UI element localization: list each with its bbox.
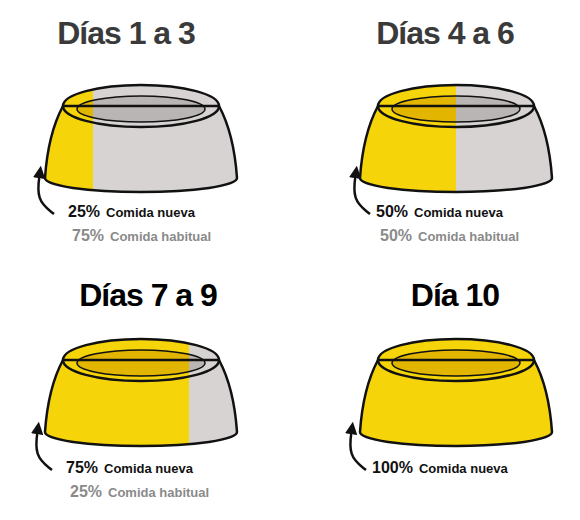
percentage-row: 75% Comida habitual xyxy=(72,227,211,245)
percentage: 75% xyxy=(66,459,98,477)
usual-food-part xyxy=(360,85,552,192)
percentage-row: 25% Comida nueva xyxy=(68,203,195,221)
day-heading: Día 10 xyxy=(411,278,499,313)
food-bowl xyxy=(45,339,237,446)
food-label: Comida habitual xyxy=(110,229,211,244)
new-food-part xyxy=(45,339,189,446)
day-heading: Días 1 a 3 xyxy=(57,16,195,51)
day-heading: Días 7 a 9 xyxy=(79,278,217,313)
heading-row: Días 1 a 3 xyxy=(57,16,195,51)
food-label: Comida nueva xyxy=(419,461,508,476)
percentage-row: 50% Comida habitual xyxy=(380,227,519,245)
curved-arrow xyxy=(36,428,52,470)
percentage: 25% xyxy=(68,203,100,221)
food-bowl xyxy=(360,339,552,446)
inner-outline xyxy=(392,96,520,122)
percentage: 100% xyxy=(372,459,413,477)
food-label: Comida habitual xyxy=(108,485,209,500)
rim-outline xyxy=(378,85,534,127)
usual-food-part xyxy=(45,85,237,192)
bowl-outline xyxy=(360,106,552,192)
bowl-inside xyxy=(77,350,205,376)
bowl-outline xyxy=(45,360,237,446)
percentage-row: 50% Comida nueva xyxy=(376,203,503,221)
percentage-row: 75% Comida nueva xyxy=(66,459,193,477)
usual-food-part xyxy=(45,339,237,446)
bowl-inside xyxy=(392,96,456,122)
percentage: 75% xyxy=(72,227,104,245)
new-food-part xyxy=(45,85,93,192)
new-food-part xyxy=(360,339,552,446)
bowl-inside xyxy=(392,96,520,122)
food-bowl xyxy=(45,85,237,192)
bowl-inside xyxy=(392,350,520,376)
curved-arrow xyxy=(38,172,54,214)
new-food-part xyxy=(360,85,456,192)
rim-outline xyxy=(378,339,534,381)
bowl-outline xyxy=(45,106,237,192)
percentage-row: 25% Comida habitual xyxy=(70,483,209,501)
food-label: Comida nueva xyxy=(106,205,195,220)
percentage-row: 100% Comida nueva xyxy=(372,459,508,477)
bowl-inside xyxy=(392,350,520,376)
bowl-outline xyxy=(360,360,552,446)
food-bowl xyxy=(360,85,552,192)
curved-arrow xyxy=(350,428,366,470)
rim-outline xyxy=(63,85,219,127)
inner-outline xyxy=(77,96,205,122)
food-label: Comida nueva xyxy=(414,205,503,220)
percentage: 50% xyxy=(380,227,412,245)
inner-outline xyxy=(77,350,205,376)
food-label: Comida nueva xyxy=(104,461,193,476)
percentage: 25% xyxy=(70,483,102,501)
day-heading: Días 4 a 6 xyxy=(376,16,514,51)
heading-row: Día 10 xyxy=(411,278,499,313)
bowl-inside xyxy=(77,96,205,122)
usual-food-part xyxy=(360,339,552,446)
food-label: Comida habitual xyxy=(418,229,519,244)
heading-row: Días 7 a 9 xyxy=(79,278,217,313)
heading-row: Días 4 a 6 xyxy=(376,16,514,51)
curved-arrow xyxy=(354,172,370,214)
rim-outline xyxy=(63,339,219,381)
percentage: 50% xyxy=(376,203,408,221)
bowl-inside xyxy=(77,350,189,376)
inner-outline xyxy=(392,350,520,376)
